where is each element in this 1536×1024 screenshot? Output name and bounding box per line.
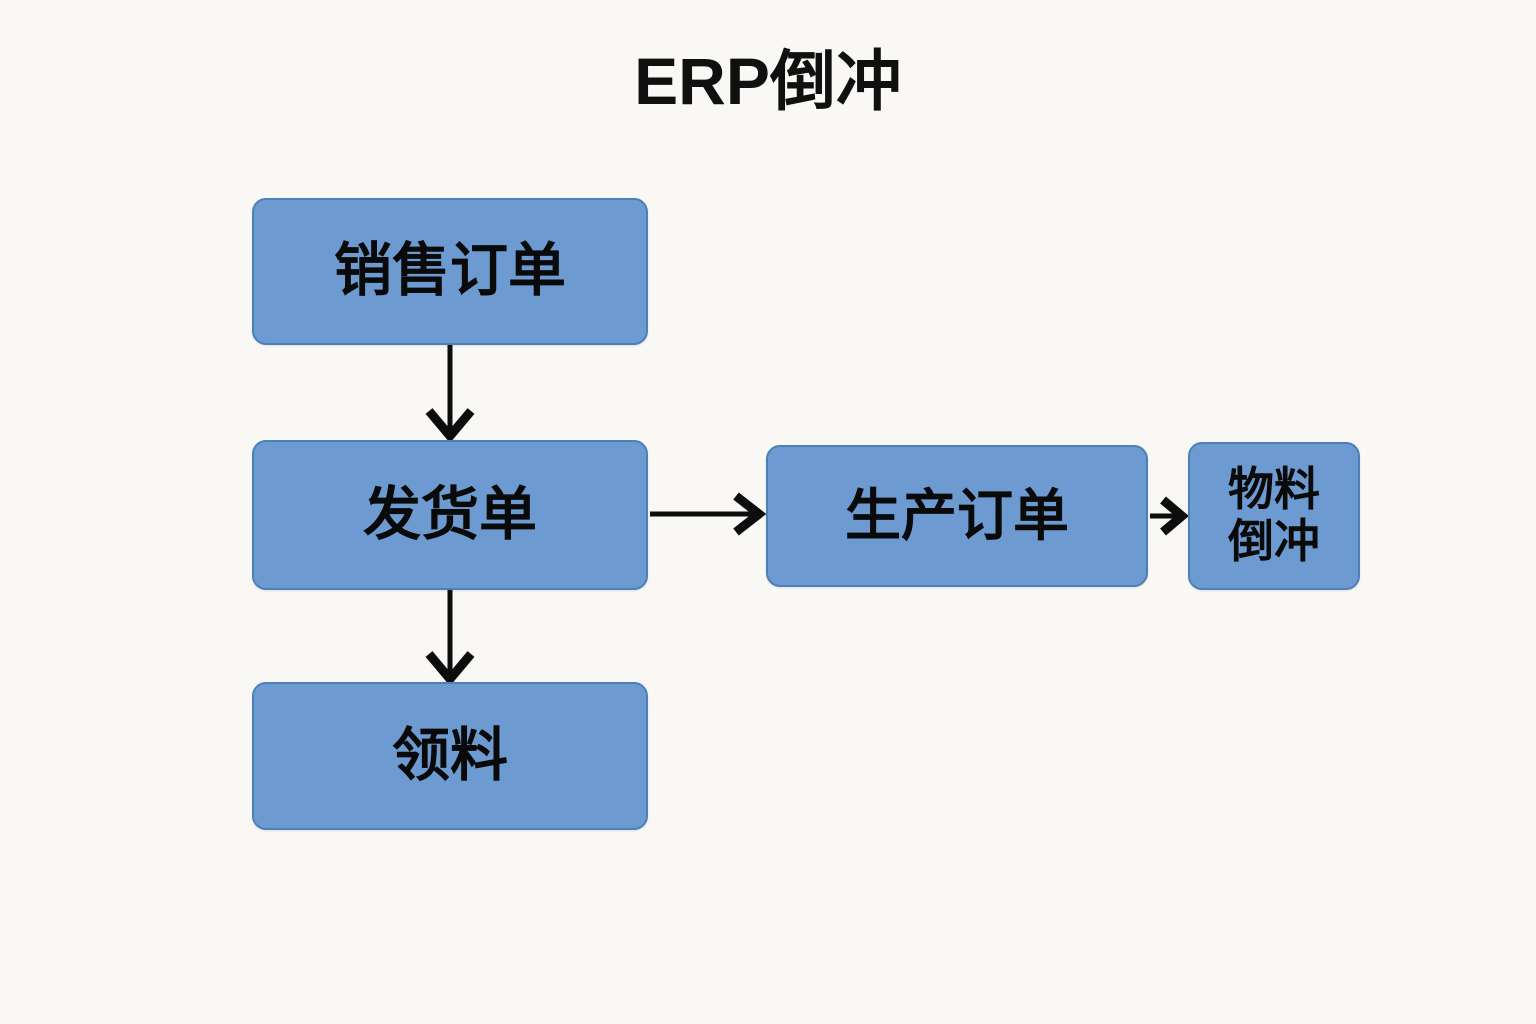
edge-production-order-to-backflush [1150, 496, 1189, 536]
page-title: ERP倒冲 [634, 44, 902, 118]
node-backflush-label: 物料 倒冲 [1228, 463, 1320, 567]
node-requisition-label: 领料 [391, 722, 508, 788]
node-production-order-label: 生产订单 [845, 483, 1069, 547]
node-backflush[interactable]: 物料 倒冲 [1188, 442, 1360, 590]
node-production-order[interactable]: 生产订单 [766, 445, 1148, 587]
edge-delivery-note-to-production-order [650, 492, 767, 536]
node-delivery-note-label: 发货单 [362, 481, 537, 547]
node-sales-order-label: 销售订单 [333, 238, 566, 304]
node-delivery-note[interactable]: 发货单 [252, 440, 648, 590]
node-requisition[interactable]: 领料 [252, 682, 648, 830]
edge-sales-order-to-delivery-note [425, 345, 475, 443]
node-sales-order[interactable]: 销售订单 [252, 198, 648, 345]
edge-delivery-note-to-requisition [425, 590, 475, 686]
